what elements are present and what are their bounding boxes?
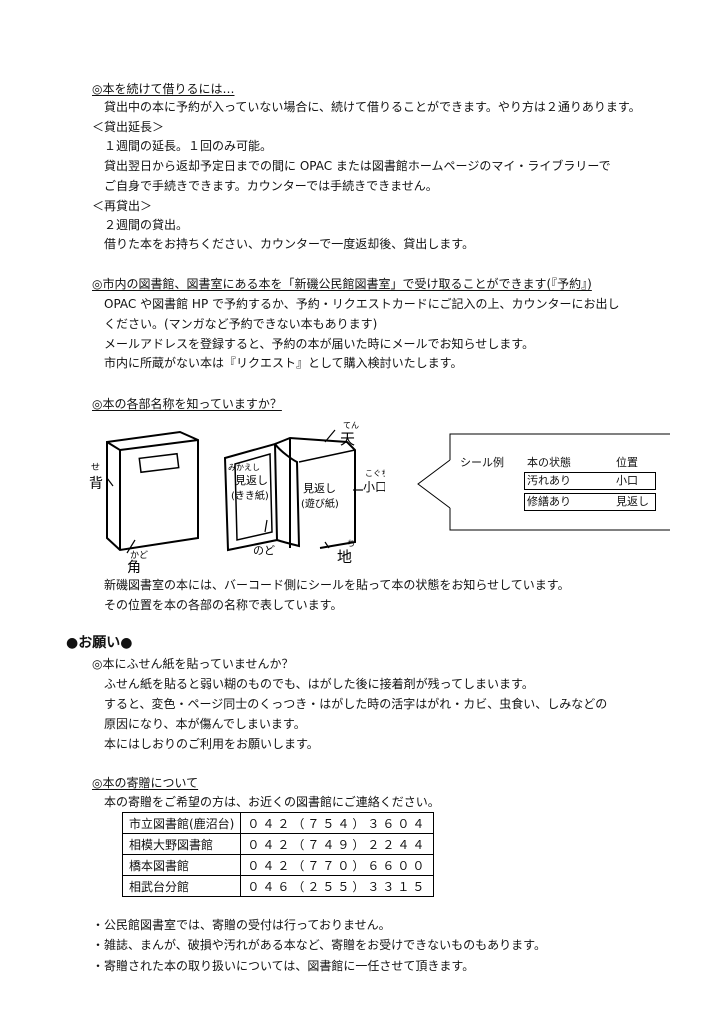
book-parts-heading: ◎本の各部名称を知っていますか？	[92, 397, 282, 411]
corner-reading-label: かど	[130, 550, 148, 561]
legend-position: 小口	[616, 474, 638, 487]
endpaper-label-line1: 見返し	[235, 474, 268, 487]
library-name: 相模大野図書館	[121, 833, 242, 855]
tail-reading-label: ち	[347, 539, 355, 548]
library-phone: ０４２（７５４）３６０４	[240, 812, 435, 834]
book-parts-note: 新磯図書室の本には、バーコード側にシールを貼って本の状態をお知らせしています。	[104, 578, 570, 592]
sticky-note-heading: ◎本にふせん紙を貼っていませんか？	[92, 657, 294, 671]
reloan-line: 借りた本をお持ちください、カウンターで一度返却後、貸出します。	[104, 237, 475, 251]
reloan-heading: ＜再貸出＞	[92, 199, 153, 213]
renewal-intro: 貸出中の本に予約が入っていない場合に、続けて借りることができます。やり方は２通り…	[104, 100, 641, 114]
fore-edge-label: 小口	[363, 480, 385, 494]
library-name: 市立図書館(鹿沼台)	[121, 812, 242, 834]
request-heading: ●お願い●	[66, 635, 133, 651]
table-row: 市立図書館(鹿沼台) ０４２（７５４）３６０４	[121, 812, 435, 834]
tail-label: 地	[337, 548, 352, 566]
book-parts-note: その位置を本の各部の名称で表しています。	[104, 598, 343, 612]
reservation-line: ください。(マンガなど予約できない本もあります)	[104, 317, 378, 331]
table-row: 橋本図書館 ０４２（７７０）６６００	[121, 854, 435, 876]
table-row: 相武台分館 ０４６（２５５）３３１５	[121, 875, 435, 897]
legend-col1-header: シール例	[460, 456, 504, 469]
legend-row-box	[524, 493, 656, 511]
legend-state: 汚れあり	[527, 474, 571, 487]
open-book-drawing	[223, 436, 356, 552]
legend-frame	[417, 433, 670, 531]
legend-col2-header: 本の状態	[527, 456, 571, 469]
sticky-note-line: 原因になり、本が傷んでしまいます。	[104, 717, 306, 731]
spine-label: 背	[89, 476, 103, 492]
donation-heading: ◎本の寄贈について	[92, 776, 199, 790]
reservation-line: メールアドレスを登録すると、予約の本が届いた時にメールでお知らせします。	[104, 337, 535, 351]
extension-line: ご自身で手続きできます。カウンターでは手続きできません。	[104, 179, 438, 193]
sticky-note-line: すると、変色・ページ同士のくっつき・はがした時の活字はがれ・カビ、虫食い、しみな…	[104, 697, 608, 711]
library-phone: ０４２（７７０）６６００	[240, 854, 435, 876]
flyleaf-label-line1: 見返し	[303, 482, 336, 495]
legend-state: 修繕あり	[527, 495, 571, 508]
head-label: 天	[340, 430, 355, 448]
library-name: 相武台分館	[121, 875, 242, 897]
renewal-heading: ◎本を続けて借りるには…	[92, 82, 235, 96]
legend-col3-header: 位置	[616, 456, 638, 469]
library-phone: ０４６（２５５）３３１５	[240, 875, 435, 897]
head-reading-label: てん	[343, 421, 359, 430]
sticky-note-line: 本にはしおりのご利用をお願いします。	[104, 737, 319, 751]
donation-intro: 本の寄贈をご希望の方は、お近くの図書館にご連絡ください。	[104, 795, 440, 809]
library-contact-table: 市立図書館(鹿沼台) ０４２（７５４）３６０４ 相模大野図書館 ０４２（７４９）…	[121, 812, 435, 897]
extension-heading: ＜貸出延長＞	[92, 120, 165, 134]
extension-line: １週間の延長。１回のみ可能。	[104, 139, 273, 153]
book-parts-illustration: せ 背 かど 角 みかえし 見返し (きき紙) 見返し (遊び紙) のど てん …	[89, 421, 385, 575]
reloan-line: ２週間の貸出。	[104, 218, 189, 232]
corner-label: 角	[127, 560, 141, 575]
reservation-heading: ◎市内の図書館、図書室にある本を「新磯公民館図書室」で受け取ることができます(『…	[92, 277, 592, 291]
legend-position: 見返し	[616, 495, 649, 508]
reservation-line: OPAC や図書館 HP で予約するか、予約・リクエストカードにご記入の上、カウ…	[104, 297, 620, 311]
closed-book-drawing	[106, 430, 199, 552]
spine-reading-label: せ	[91, 462, 100, 473]
endpaper-reading-label: みかえし	[228, 463, 260, 472]
library-phone: ０４２（７４９）２２４４	[240, 833, 435, 855]
flyleaf-label-line2: (遊び紙)	[301, 497, 339, 510]
fore-edge-reading-label: こぐち	[365, 469, 385, 478]
legend-row-box	[524, 472, 656, 490]
library-name: 橋本図書館	[121, 854, 242, 876]
donation-note: ・寄贈された本の取り扱いについては、図書館に一任させて頂きます。	[92, 959, 475, 973]
sticker-legend: シール例 本の状態 位置 汚れあり 小口 修繕あり 見返し	[410, 432, 670, 532]
sticky-note-line: ふせん紙を貼ると弱い糊のものでも、はがした後に接着剤が残ってしまいます。	[104, 677, 534, 691]
donation-note: ・雑誌、まんが、破損や汚れがある本など、寄贈をお受けできないものもあります。	[92, 938, 546, 952]
reservation-line: 市内に所蔵がない本は『リクエスト』として購入検討いたします。	[104, 356, 463, 370]
extension-line: 貸出翌日から返却予定日までの間に OPAC または図書館ホームページのマイ・ライ…	[104, 159, 611, 173]
table-row: 相模大野図書館 ０４２（７４９）２２４４	[121, 833, 435, 855]
gutter-label: のど	[253, 544, 275, 557]
endpaper-label-line2: (きき紙)	[231, 489, 269, 502]
donation-note: ・公民館図書室では、寄贈の受付は行っておりません。	[92, 918, 391, 932]
